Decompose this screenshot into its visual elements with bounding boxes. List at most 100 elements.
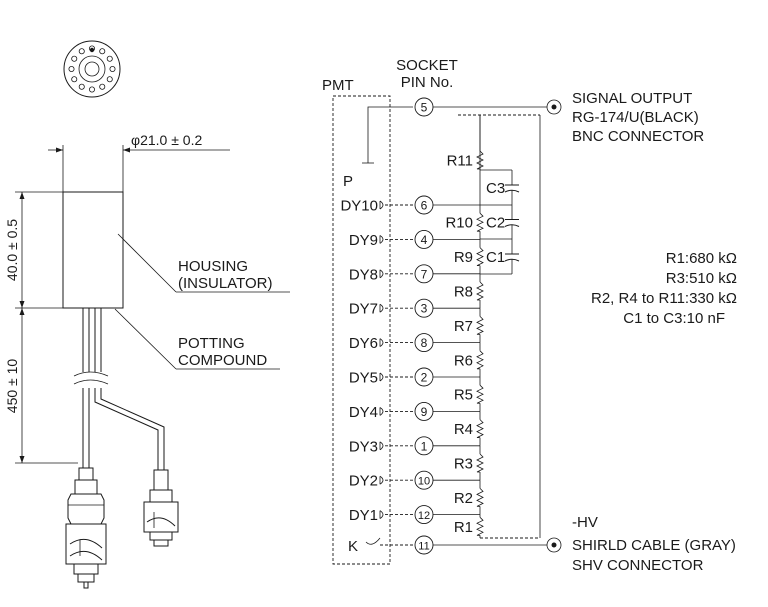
socket-hole: [71, 76, 78, 83]
socket-pin-number: 12: [418, 510, 430, 522]
potting-callout: POTTING COMPOUND: [114, 308, 280, 370]
dynode-symbol: [379, 372, 384, 382]
anode-pin-number: 5: [421, 101, 428, 115]
electrode-label: DY3: [349, 438, 378, 455]
pmt-label: PMT: [322, 77, 354, 94]
resistor-zigzag: [476, 419, 484, 438]
housing-callout: HOUSING (INSULATOR): [117, 233, 290, 293]
value-line3: R2, R4 to R11:330 kΩ: [591, 290, 737, 307]
component-values: R1:680 kΩ R3:510 kΩ R2, R4 to R11:330 kΩ…: [591, 250, 737, 327]
dynode-symbol: [379, 303, 384, 313]
housing-length-label: 40.0 ± 0.5: [4, 219, 20, 281]
hv-output-line1: -HV: [572, 514, 598, 531]
electrode-label: DY6: [349, 335, 378, 352]
electrode-label: DY7: [349, 301, 378, 318]
potting-callout-line1: POTTING: [178, 335, 245, 352]
socket-pin-number: 4: [421, 233, 428, 247]
hv-output-line3: SHV CONNECTOR: [572, 557, 704, 574]
dynode-symbol: [379, 200, 384, 210]
socket-pin-number: 7: [421, 267, 428, 281]
resistor-zigzag: [476, 453, 484, 473]
housing-callout-line2: (INSULATOR): [178, 275, 272, 292]
anode-label: P: [343, 173, 353, 190]
signal-output-labels: SIGNAL OUTPUT RG-174/U(BLACK) BNC CONNEC…: [572, 90, 704, 145]
socket-pin-number: 2: [421, 371, 428, 385]
hv-output-line2: SHIRLD CABLE (GRAY): [572, 537, 736, 554]
diameter-dimension: φ21.0 ± 0.2: [48, 132, 230, 192]
socket-pin-number: 10: [418, 476, 430, 488]
resistor-label: R1: [454, 519, 473, 536]
socket-pin-number: 9: [421, 405, 428, 419]
value-line2: R3:510 kΩ: [666, 270, 737, 287]
resistor-label: R5: [454, 387, 473, 404]
signal-output-line3: BNC CONNECTOR: [572, 128, 704, 145]
resistor-zigzag: [476, 517, 484, 536]
resistor-zigzag: [476, 247, 484, 266]
resistor-label: R6: [454, 352, 473, 369]
socket-hole: [89, 45, 96, 52]
socket-hole: [68, 66, 75, 73]
socket-hole: [78, 48, 85, 55]
value-line4: C1 to C3:10 nF: [623, 310, 725, 327]
socket-pin-number: 1: [421, 439, 428, 453]
capacitor-label: C3: [486, 180, 505, 197]
capacitor-plate: [504, 189, 520, 193]
cables: [73, 308, 165, 470]
resistor-label: R2: [454, 490, 473, 507]
electrode-label: DY10: [340, 198, 378, 215]
resistor-label: R10: [445, 215, 473, 232]
socket-hole: [99, 48, 106, 55]
shv-symbol-outer: [546, 537, 562, 553]
socket-top-view: [63, 40, 121, 98]
socket-pin-number: 8: [421, 336, 428, 350]
length-dimensions: 40.0 ± 0.5 450 ± 10: [4, 191, 78, 464]
capacitor-plate: [504, 224, 520, 227]
electrode-label: DY8: [349, 266, 378, 283]
capacitor-plate: [504, 258, 520, 262]
bnc-connector: [143, 469, 179, 547]
resistor-zigzag: [476, 384, 484, 404]
resistor-label: R4: [454, 421, 473, 438]
socket-pin-number: 3: [421, 302, 428, 316]
dynode-symbol: [379, 441, 384, 451]
cathode-label: K: [348, 538, 358, 555]
socket-pin-number: 6: [421, 199, 428, 213]
dynode-symbol: [379, 510, 384, 519]
electrode-label: DY2: [349, 473, 378, 490]
resistor-zigzag: [476, 212, 484, 232]
dynode-symbol: [379, 475, 384, 485]
housing-callout-line1: HOUSING: [178, 258, 248, 275]
socket-hole: [109, 66, 116, 73]
resistor-zigzag: [476, 316, 484, 335]
shv-connector: [65, 467, 107, 589]
dynode-symbol: [379, 338, 384, 347]
capacitor-label: C2: [486, 215, 505, 232]
bnc-symbol-outer: [546, 99, 562, 115]
electrode-label: DY5: [349, 370, 378, 387]
resistor-label: R11: [447, 153, 473, 170]
resistor-label: R7: [454, 318, 473, 335]
socket-pin-heading-line2: PIN No.: [401, 74, 454, 91]
cable-length-label: 450 ± 10: [4, 359, 20, 414]
diameter-label: φ21.0 ± 0.2: [131, 132, 202, 148]
housing-body: [62, 191, 124, 309]
socket-hole: [78, 83, 85, 90]
potting-callout-line2: COMPOUND: [178, 352, 267, 369]
socket-hole: [106, 55, 113, 62]
dynode-symbol: [379, 235, 384, 244]
dynode-symbol: [379, 407, 384, 416]
electrode-label: DY4: [349, 404, 378, 421]
resistor-label: R3: [454, 456, 473, 473]
socket-hole: [99, 83, 106, 90]
hv-output-labels: -HV SHIRLD CABLE (GRAY) SHV CONNECTOR: [572, 514, 736, 574]
electrode-label: DY9: [349, 232, 378, 249]
dynode-symbol: [379, 269, 384, 279]
signal-output-line2: RG-174/U(BLACK): [572, 109, 699, 126]
signal-output-line1: SIGNAL OUTPUT: [572, 90, 692, 107]
resistor-label: R8: [454, 284, 473, 301]
resistor-zigzag: [476, 281, 484, 301]
pmt-boundary: [332, 95, 391, 565]
socket-hole: [89, 86, 96, 93]
